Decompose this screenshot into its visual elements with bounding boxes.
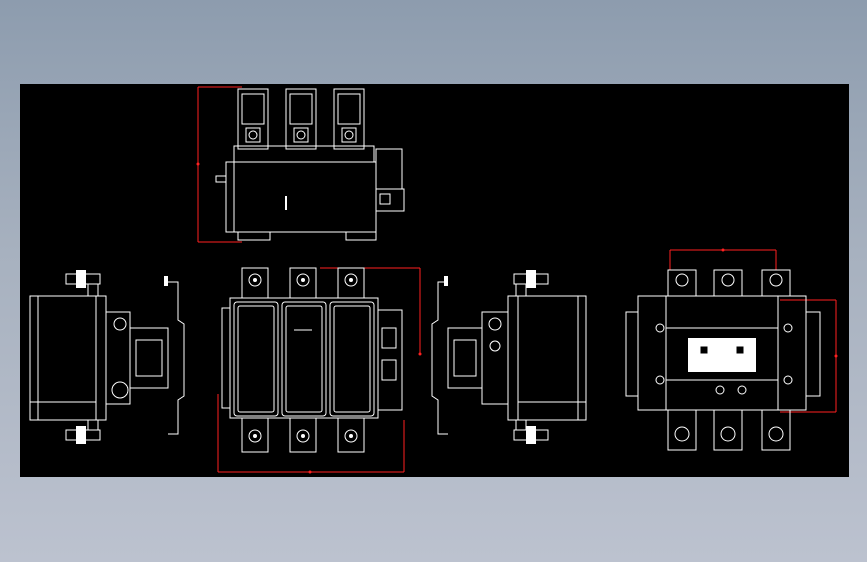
- rear-view: [625, 248, 838, 451]
- contactor-drawing: [29, 86, 838, 474]
- right-side-view: [431, 270, 587, 444]
- cad-viewport[interactable]: [20, 84, 849, 477]
- left-side-view: [29, 270, 185, 444]
- top-view: [196, 86, 405, 243]
- front-view: [217, 267, 422, 474]
